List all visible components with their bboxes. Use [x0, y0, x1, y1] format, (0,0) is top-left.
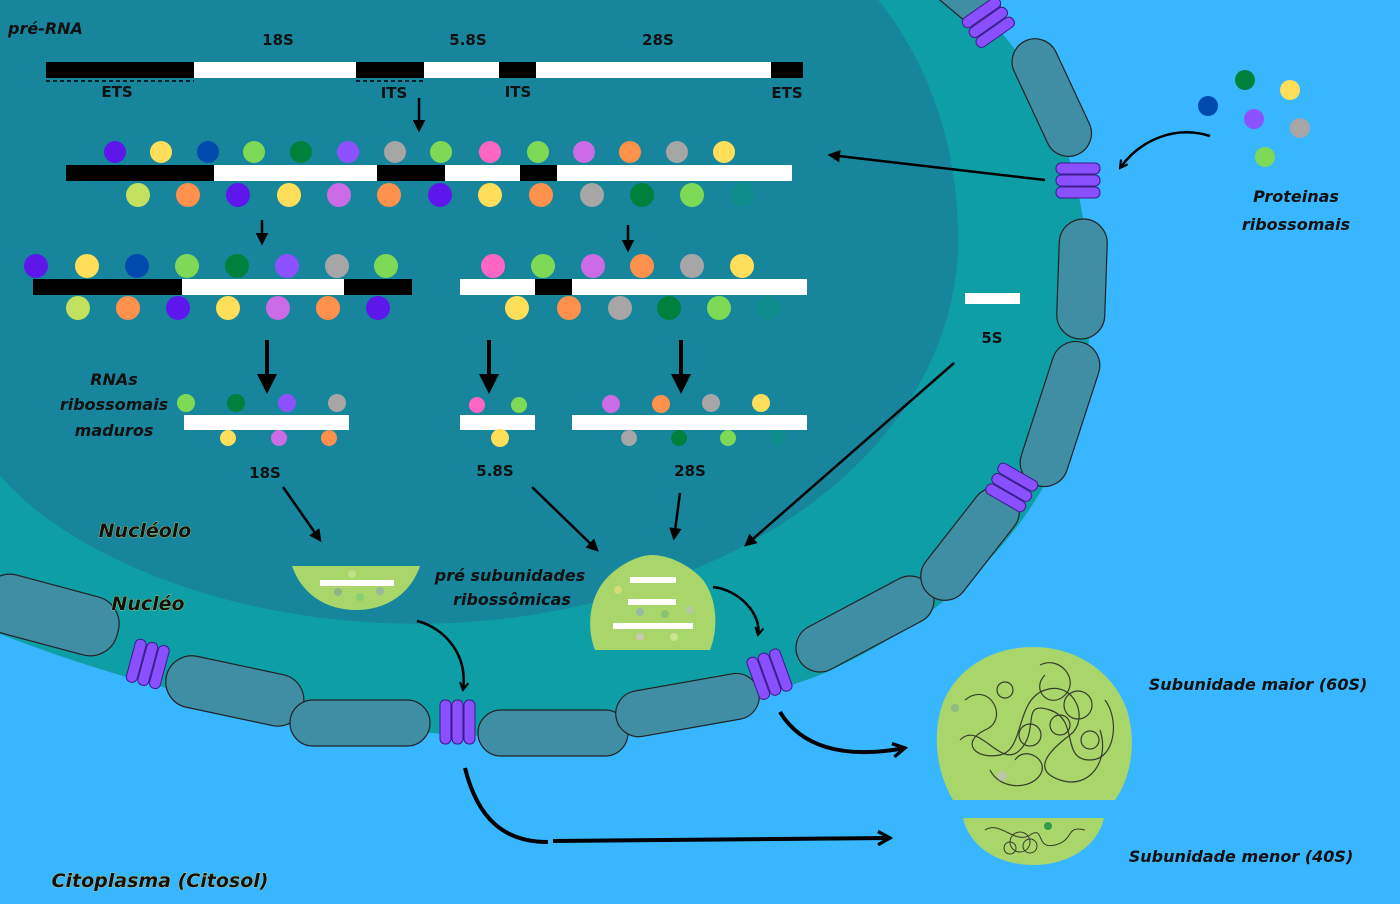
- pre-rna-label: pré-RNA: [7, 19, 83, 38]
- mature-28s-label: 28S: [674, 462, 706, 480]
- nucleolo-label: Nucléolo: [99, 520, 192, 542]
- pore-left: [125, 638, 170, 690]
- arrow-5s-to-large: [744, 362, 955, 547]
- arrow-export-large: [778, 710, 905, 752]
- pre-sub-label-1: pré subunidades: [434, 566, 585, 585]
- seg-18s-label: 18S: [262, 31, 294, 49]
- arrow-proteins-import: [1120, 131, 1211, 168]
- protein-dots-top: [104, 141, 735, 163]
- cyto-proteins: [1198, 70, 1310, 167]
- large-subunit-60s: [936, 647, 1132, 800]
- pre-small-subunit: [292, 566, 420, 610]
- nucleo-label: Nucléo: [111, 593, 184, 615]
- small-subunit-label: Subunidade menor (40S): [1129, 847, 1354, 866]
- pore-bottom: [439, 699, 476, 745]
- mature-18s-label: 18S: [249, 464, 281, 482]
- mature-label-3: maduros: [75, 421, 154, 440]
- rna-protein-complex: [66, 165, 792, 181]
- seg-28s-label: 28S: [642, 31, 674, 49]
- mature-18s: [177, 394, 349, 446]
- five-s-label: 5S: [981, 329, 1002, 347]
- pre-rna-strand: [46, 62, 803, 82]
- nuclear-pores: [125, 0, 1101, 745]
- fragment-left: [24, 254, 412, 320]
- its-2-label: ITS: [505, 83, 532, 101]
- arrow-18s-to-small: [281, 486, 322, 543]
- pore-bottom-right: [746, 648, 793, 700]
- arrow-58s-to-large: [531, 486, 599, 552]
- five-s-rna: [965, 293, 1020, 304]
- pore-right-mid: [985, 462, 1039, 513]
- ets-right-label: ETS: [771, 84, 802, 102]
- pre-large-subunit: [590, 555, 716, 650]
- mature-label-1: RNAs: [90, 370, 138, 389]
- arrow-small-to-pore: [416, 619, 464, 690]
- pore-top: [961, 0, 1015, 48]
- mature-58s: [460, 397, 535, 447]
- ets-left-label: ETS: [101, 83, 132, 101]
- arrow-export-small-curve: [463, 767, 549, 844]
- cytoplasm-label: Citoplasma (Citosol): [52, 870, 269, 892]
- large-subunit-label: Subunidade maior (60S): [1149, 675, 1368, 694]
- arrow-large-to-pore: [712, 585, 758, 635]
- proteins-label-1: Proteinas: [1253, 187, 1339, 206]
- proteins-label-2: ribossomais: [1242, 215, 1350, 234]
- mature-label-2: ribossomais: [60, 395, 168, 414]
- seg-58s-label: 5.8S: [449, 31, 486, 49]
- small-subunit-40s: [963, 818, 1104, 865]
- mature-28s: [572, 394, 807, 446]
- arrow-export-small: [552, 838, 890, 841]
- mature-58s-label: 5.8S: [476, 462, 513, 480]
- arrow-proteins-to-nucleolus: [827, 149, 1046, 182]
- arrow-28s-to-large: [669, 492, 682, 541]
- protein-dots-bottom: [126, 183, 754, 207]
- pre-sub-label-2: ribossômicas: [453, 590, 571, 609]
- pore-right-top: [1055, 162, 1101, 199]
- fragment-right: [460, 254, 807, 320]
- its-1-label: ITS: [381, 84, 408, 102]
